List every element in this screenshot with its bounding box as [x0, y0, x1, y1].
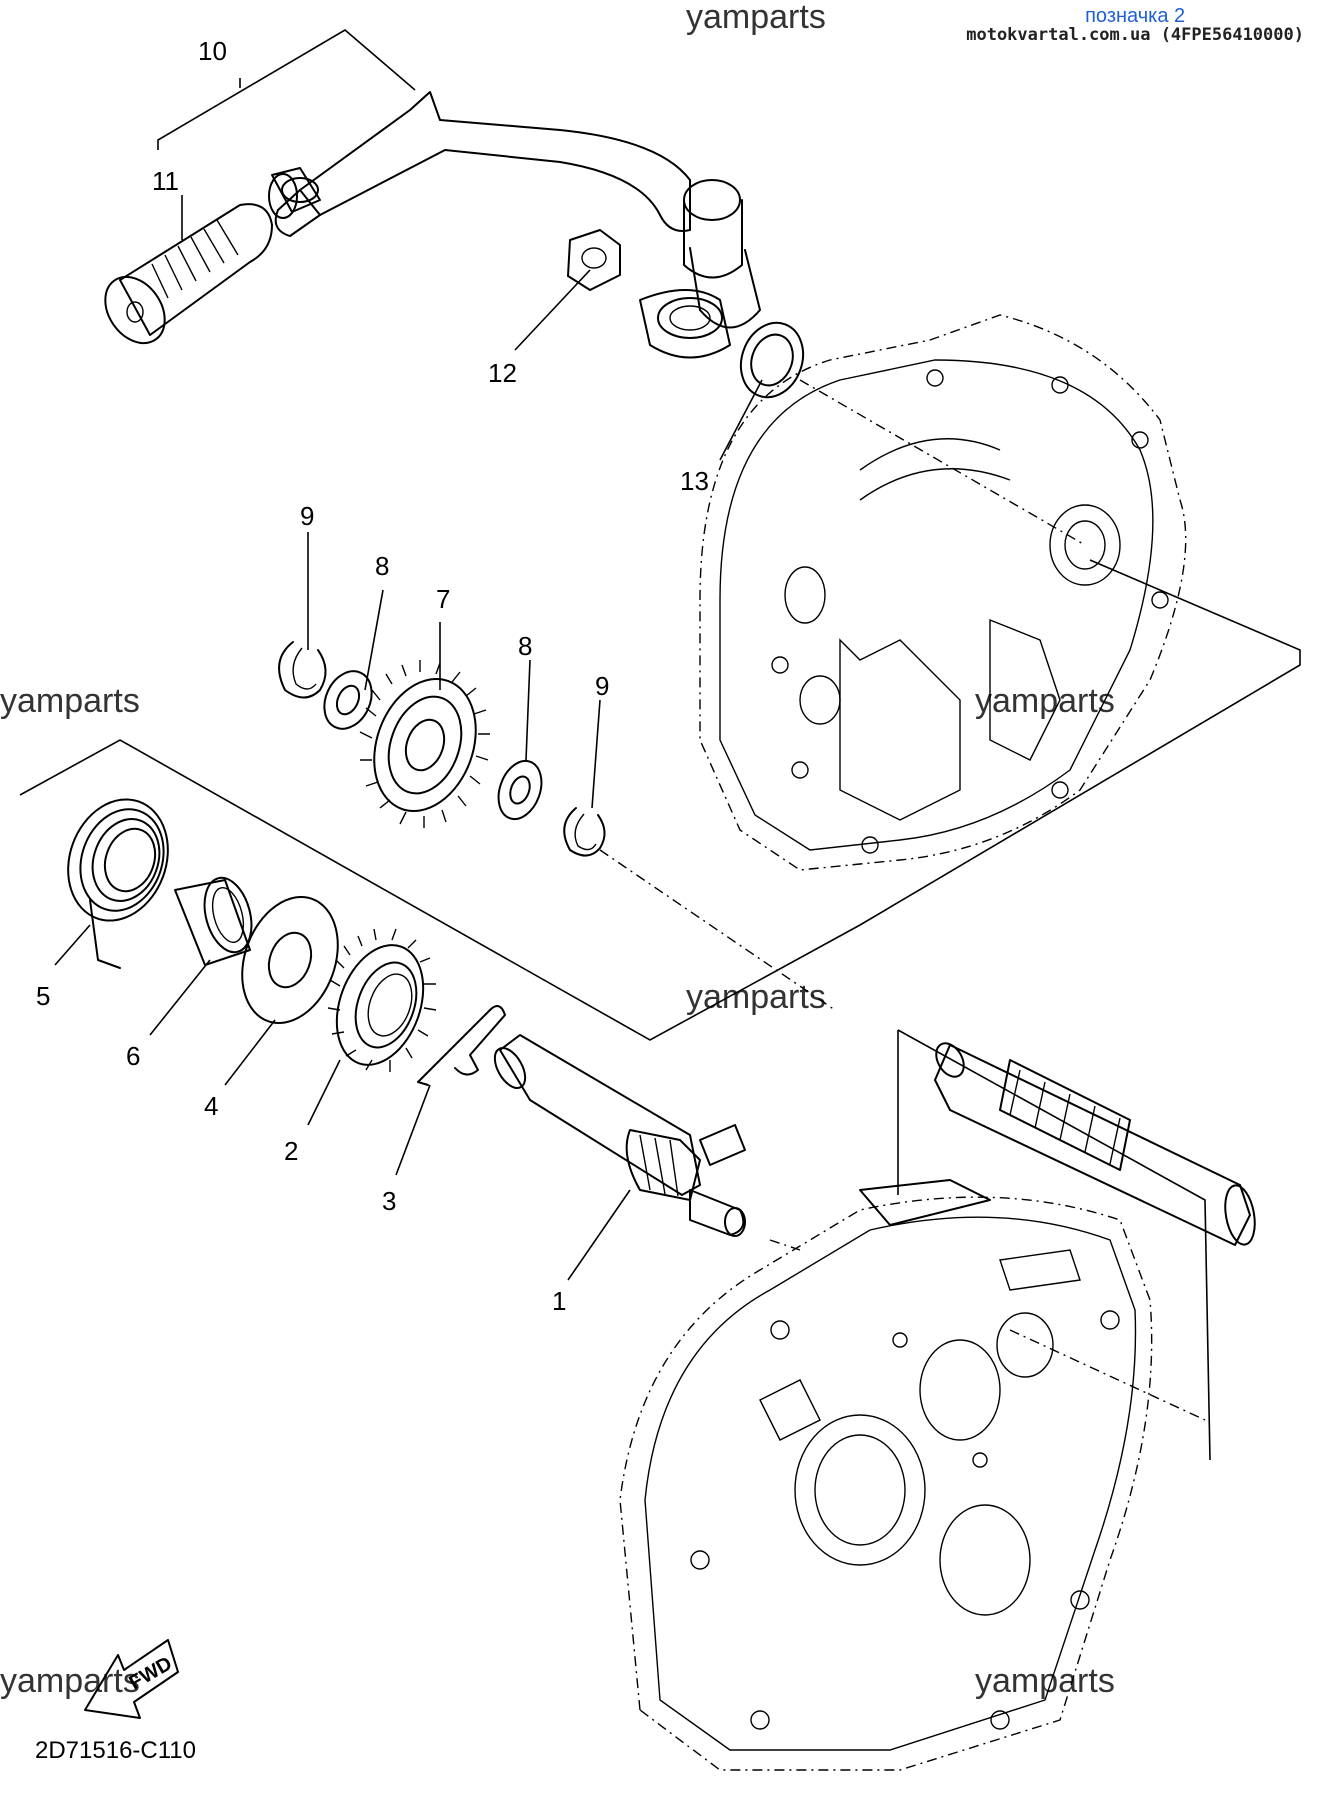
kick-gear [327, 928, 437, 1072]
crankcase [619, 1179, 1153, 1771]
callout-number: 7 [436, 584, 450, 614]
washer [497, 759, 543, 821]
watermark: yamparts [975, 682, 1115, 720]
kick-axle [493, 1034, 746, 1237]
watermark: yamparts [0, 1662, 140, 1700]
callout-number: 8 [375, 551, 389, 581]
callout-number: 1 [552, 1286, 566, 1316]
callout-number: 3 [382, 1186, 396, 1216]
link-label[interactable]: позначка 2 [1085, 5, 1186, 27]
main-shaft [934, 1042, 1256, 1246]
fwd-label: FWD [126, 1653, 176, 1695]
watermark: yamparts [975, 1662, 1115, 1700]
callout-number: 8 [518, 631, 532, 661]
callout-leaders [54, 29, 763, 1281]
source-line: motokvartal.com.ua (4FPE56410000) [966, 25, 1304, 45]
circlip [278, 641, 327, 699]
callout-number: 11 [152, 166, 179, 196]
spring-guide [174, 876, 253, 966]
callout-number: 4 [204, 1091, 218, 1121]
callout-number: 12 [488, 358, 517, 388]
crankcase-cover [699, 314, 1187, 871]
callout-number: 9 [595, 671, 609, 701]
callout-number: 5 [36, 981, 50, 1011]
oil-seal [739, 321, 805, 399]
callout-number: 13 [680, 466, 709, 496]
diagram-code: 2D71516-C110 [35, 1737, 196, 1764]
callout-number: 10 [198, 36, 227, 66]
kick-crank-lever [268, 91, 761, 359]
grouping-lines [19, 379, 1301, 1461]
watermark: yamparts [686, 978, 826, 1016]
callout-number: 9 [300, 501, 314, 531]
nut [567, 229, 621, 291]
callout-number: 2 [284, 1136, 298, 1166]
callout-number: 6 [126, 1041, 140, 1071]
washer [241, 896, 339, 1024]
kick-clip [417, 1005, 506, 1086]
watermark: yamparts [0, 682, 140, 720]
kick-grip [104, 203, 273, 345]
gear [359, 660, 490, 828]
circlip [563, 807, 606, 857]
watermark: yamparts [686, 0, 826, 36]
header-link[interactable]: позначка 2 motokvartal.com.ua (4FPE56410… [966, 6, 1304, 45]
torsion-spring [67, 798, 169, 969]
